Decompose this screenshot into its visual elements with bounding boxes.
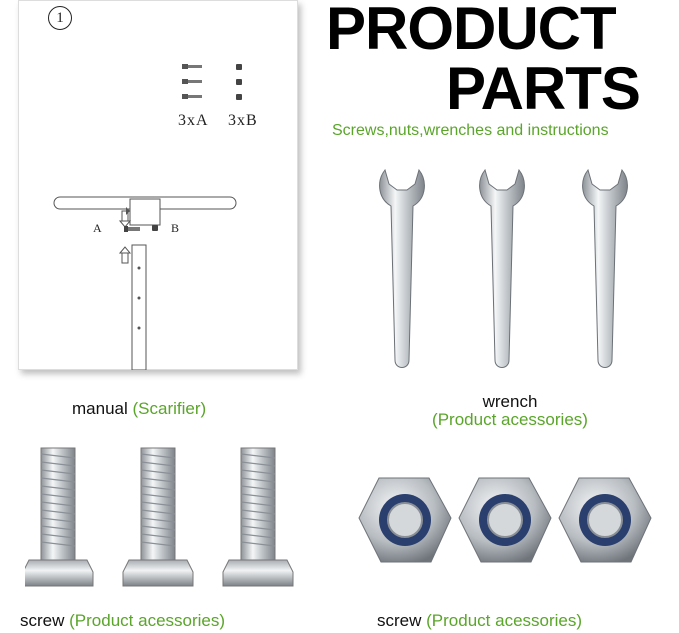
screw-caption: screw (Product acessories) <box>20 611 225 631</box>
nut-caption-main: screw <box>377 611 422 630</box>
wrench-image-3 <box>582 168 628 368</box>
qty-a-label: 3xA <box>178 112 209 129</box>
nut-image-1 <box>358 477 452 563</box>
nut-caption: screw (Product acessories) <box>377 611 582 631</box>
qty-b-label: 3xB <box>228 112 258 129</box>
screw-caption-note: (Product acessories) <box>69 611 226 630</box>
page-subtitle: Screws,nuts,wrenches and instructions <box>332 122 609 139</box>
nut-b-icons <box>236 64 242 100</box>
nut-image-2 <box>458 477 552 563</box>
assembly-diagram <box>53 196 237 370</box>
part-label-b: B <box>171 221 180 235</box>
manual-caption-note: (Scarifier) <box>132 399 207 418</box>
page-title-line2: PARTS <box>446 55 641 122</box>
nut-caption-note: (Product acessories) <box>426 611 583 630</box>
manual-sheet <box>18 0 298 370</box>
wrench-image-1 <box>379 168 425 368</box>
screw-caption-main: screw <box>20 611 65 630</box>
nut-image-3 <box>558 477 652 563</box>
nut-group <box>358 477 652 563</box>
screw-image-2 <box>122 447 194 587</box>
screw-image-1 <box>25 447 94 587</box>
manual-caption-main: manual <box>72 399 128 418</box>
manual-caption: manual (Scarifier) <box>72 399 206 419</box>
part-label-a: A <box>93 221 102 235</box>
wrench-group <box>379 168 628 368</box>
screw-group <box>25 447 294 587</box>
wrench-image-2 <box>479 168 525 368</box>
parts-icons <box>182 64 242 100</box>
wrench-caption-main: wrench <box>482 392 538 411</box>
screw-image-3 <box>222 447 294 587</box>
page-title-line1: PRODUCT <box>326 0 617 62</box>
screw-a-icons <box>182 64 202 99</box>
step-number: 1 <box>48 6 72 30</box>
wrench-caption-note: (Product acessories) <box>432 410 588 429</box>
